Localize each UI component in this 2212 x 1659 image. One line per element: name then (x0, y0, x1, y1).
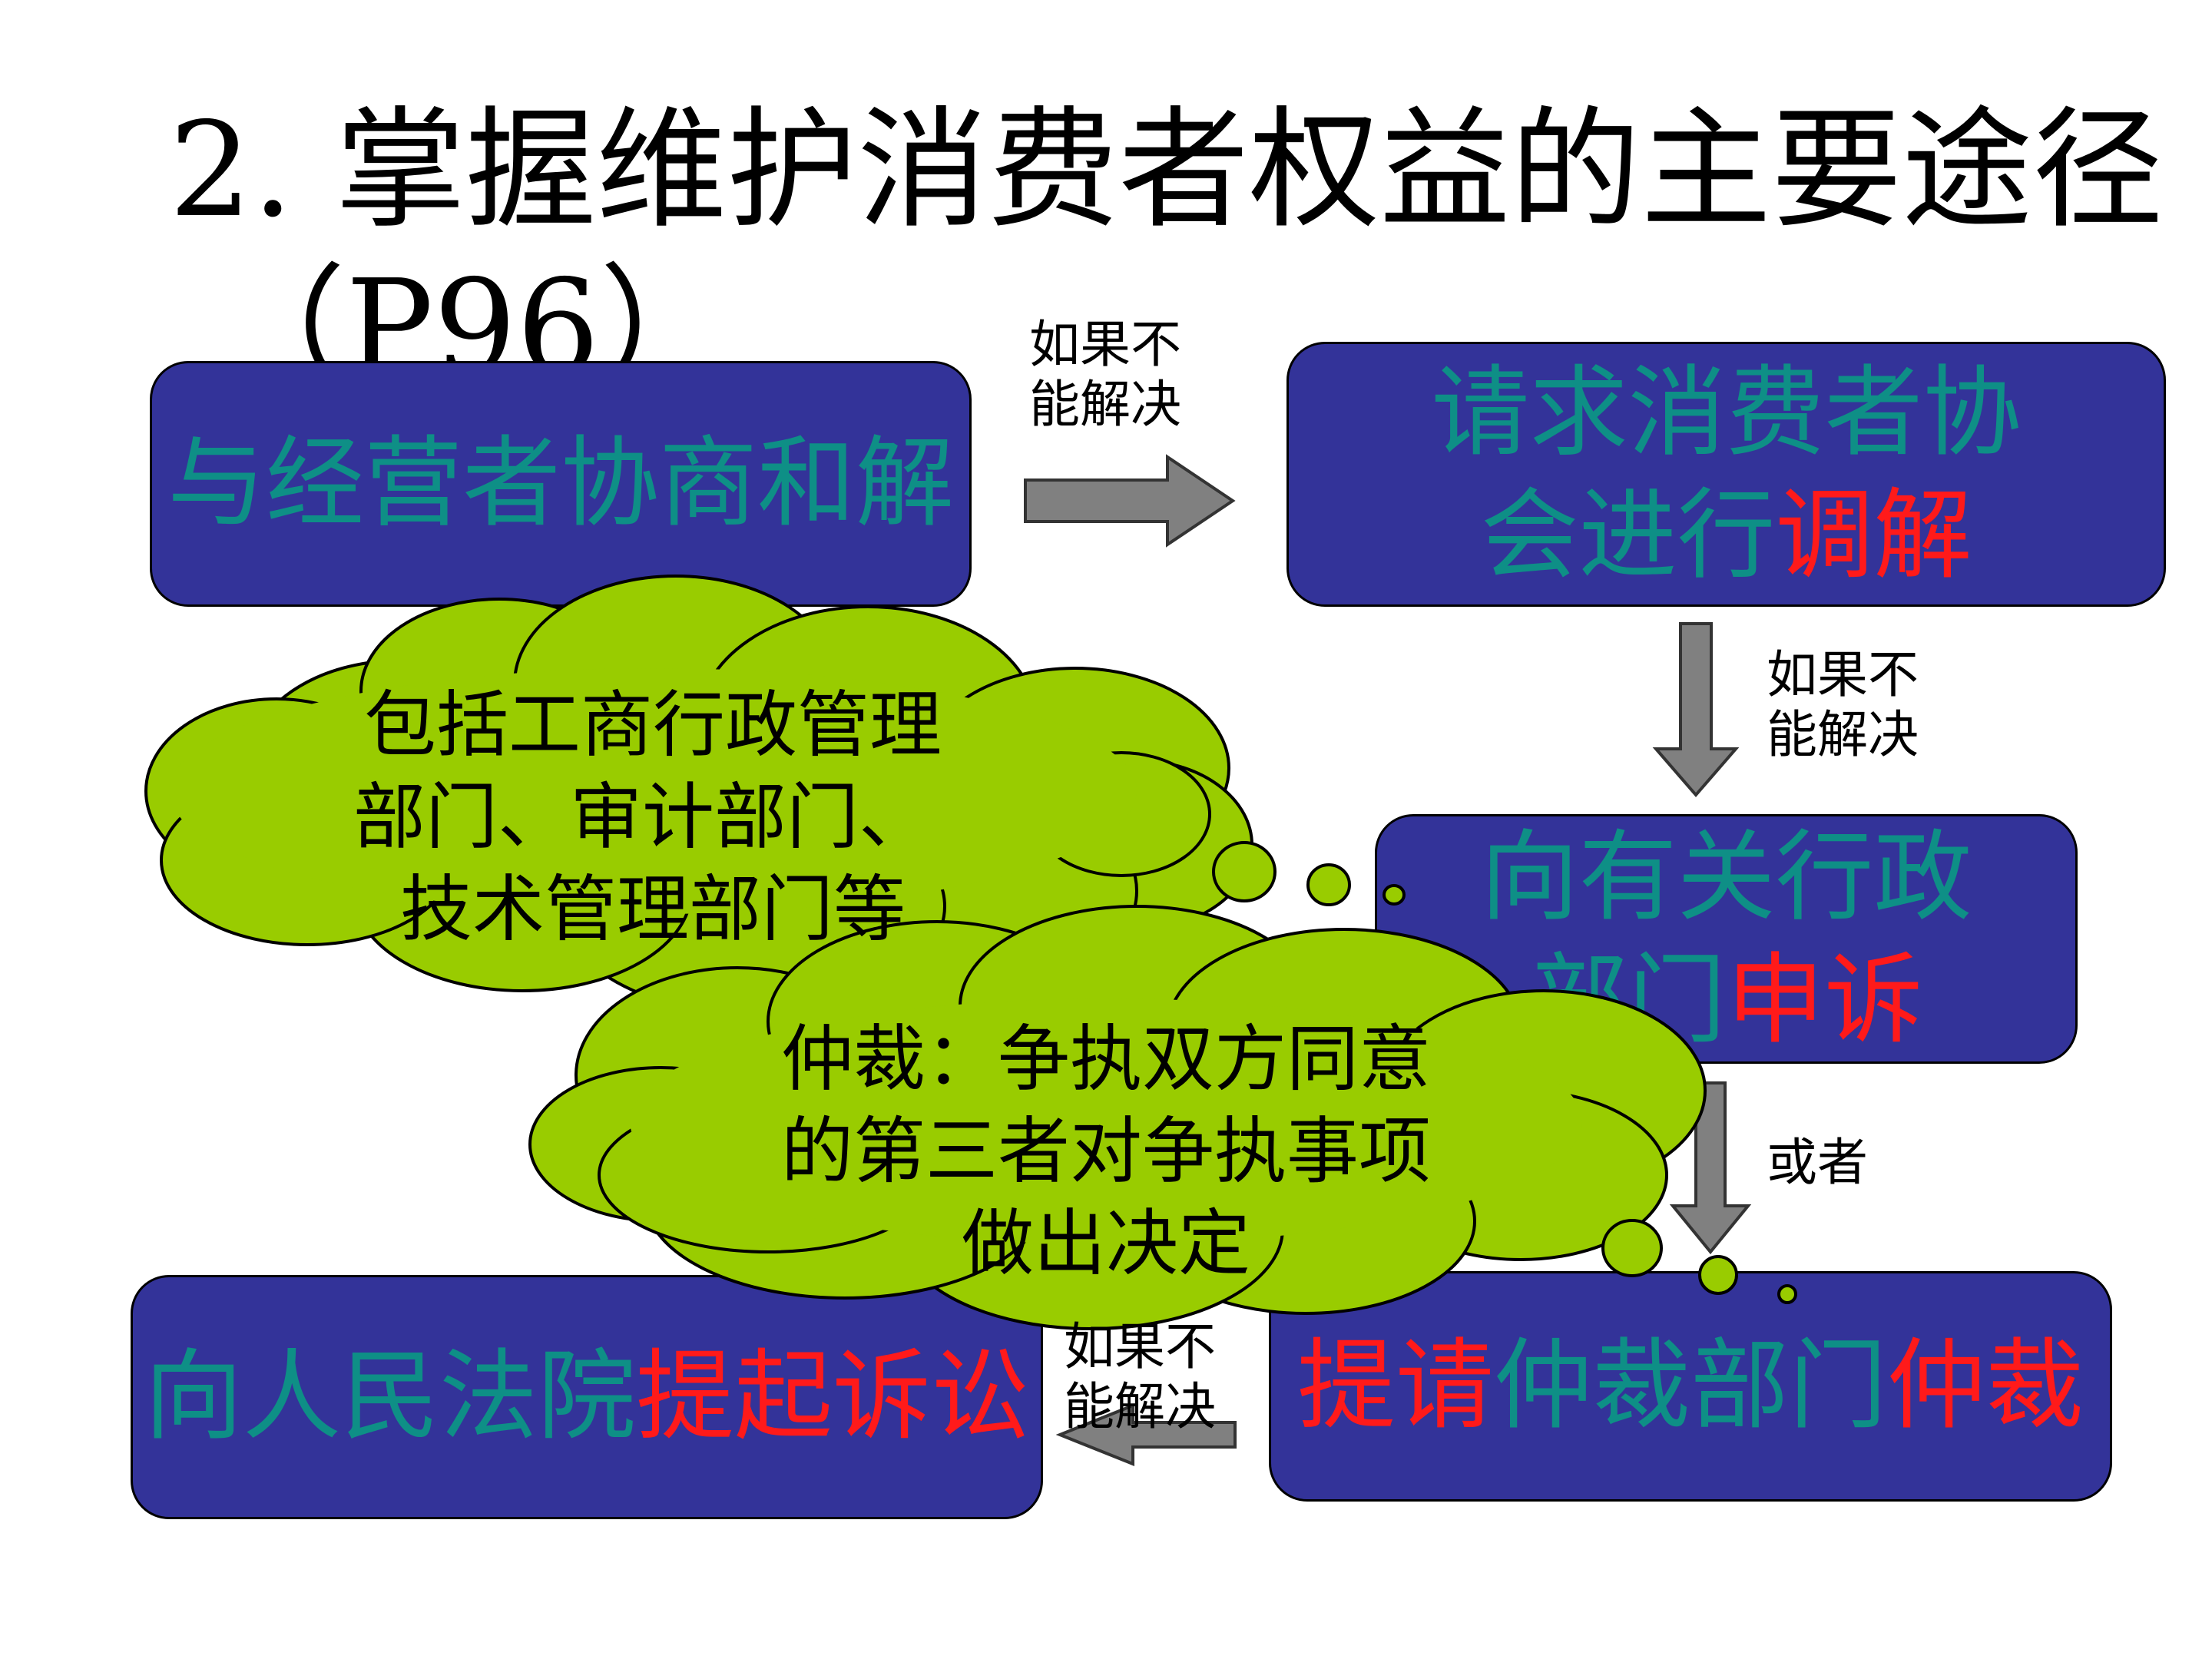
cloud-bubble-1 (1212, 841, 1277, 902)
box-lawsuit-part-2: 提起诉讼 (636, 1339, 1030, 1454)
arrow-label-3-line-1: 如果不 (1064, 1317, 1216, 1376)
cloud-bubble-6 (1777, 1284, 1797, 1304)
cloud-admin-depts-text: 包括工商行政管理 部门、审计部门、 技术管理部门等 (330, 680, 975, 956)
cloud-arb-line-1: 仲裁：争执双方同意 (780, 1018, 1431, 1101)
arrow-down-2 (1669, 1081, 1752, 1255)
box-appeal-line-1: 向有关行政 (1480, 820, 1972, 935)
box-mediate: 请求消费者协 会进行调解 (1286, 342, 2166, 607)
cloud-admin-line-3: 技术管理部门等 (399, 868, 906, 952)
cloud-arb-line-3: 做出决定 (961, 1202, 1250, 1286)
cloud-bubble-5 (1698, 1255, 1738, 1295)
arrow-down-1 (1652, 622, 1740, 798)
box-negotiate-label: 与经营者协商和解 (167, 426, 954, 541)
arrow-label-1: 如果不 能解决 (1029, 315, 1181, 435)
box-arbitrate-part-3: 仲裁 (1887, 1329, 2085, 1443)
arrow-label-2: 如果不 能解决 (1767, 645, 1919, 765)
arrow-label-1-line-1: 如果不 (1029, 315, 1181, 374)
box-appeal-highlight: 申诉 (1726, 942, 1923, 1058)
arrow-label-3-line-2: 能解决 (1064, 1377, 1216, 1436)
box-mediate-line-2a: 会进行 (1480, 478, 1776, 593)
box-arbitrate: 提请仲裁部门仲裁 (1269, 1271, 2112, 1502)
cloud-bubble-2 (1306, 863, 1351, 906)
box-lawsuit-part-1: 向人民法院 (144, 1339, 636, 1454)
box-negotiate: 与经营者协商和解 (150, 361, 972, 607)
arrow-left-1 (1055, 1403, 1237, 1466)
cloud-bubble-3 (1382, 884, 1406, 906)
cloud-arb-line-2: 的第三者对争执事项 (780, 1110, 1431, 1194)
arrow-label-1-line-2: 能解决 (1029, 375, 1181, 434)
cloud-admin-line-2: 部门、审计部门、 (353, 776, 932, 859)
box-arbitrate-part-1: 提请 (1296, 1329, 1494, 1443)
cloud-bubble-4 (1601, 1219, 1663, 1277)
arrow-label-3: 如果不 能解决 (1064, 1317, 1216, 1437)
box-arbitrate-part-2: 仲裁部门 (1493, 1329, 1887, 1443)
arrow-label-or-text: 或者 (1767, 1133, 1868, 1192)
arrow-label-2-line-2: 能解决 (1767, 705, 1919, 764)
arrow-right-1 (1024, 454, 1236, 548)
title-line-1: 2. 掌握维护消费者权益的主要途径 (169, 94, 2164, 247)
box-lawsuit: 向人民法院提起诉讼 (131, 1275, 1043, 1519)
arrow-label-2-line-1: 如果不 (1767, 645, 1919, 704)
cloud-arbitration-def-text: 仲裁：争执双方同意 的第三者对争执事项 做出决定 (760, 1014, 1452, 1290)
box-mediate-line-1: 请求消费者协 (1431, 355, 2022, 470)
cloud-admin-line-1: 包括工商行政管理 (363, 684, 942, 767)
page-title: 2. 掌握维护消费者权益的主要途径 （P96） (169, 92, 2166, 407)
arrow-label-or: 或者 (1767, 1133, 1868, 1193)
box-mediate-highlight: 调解 (1775, 478, 1972, 593)
